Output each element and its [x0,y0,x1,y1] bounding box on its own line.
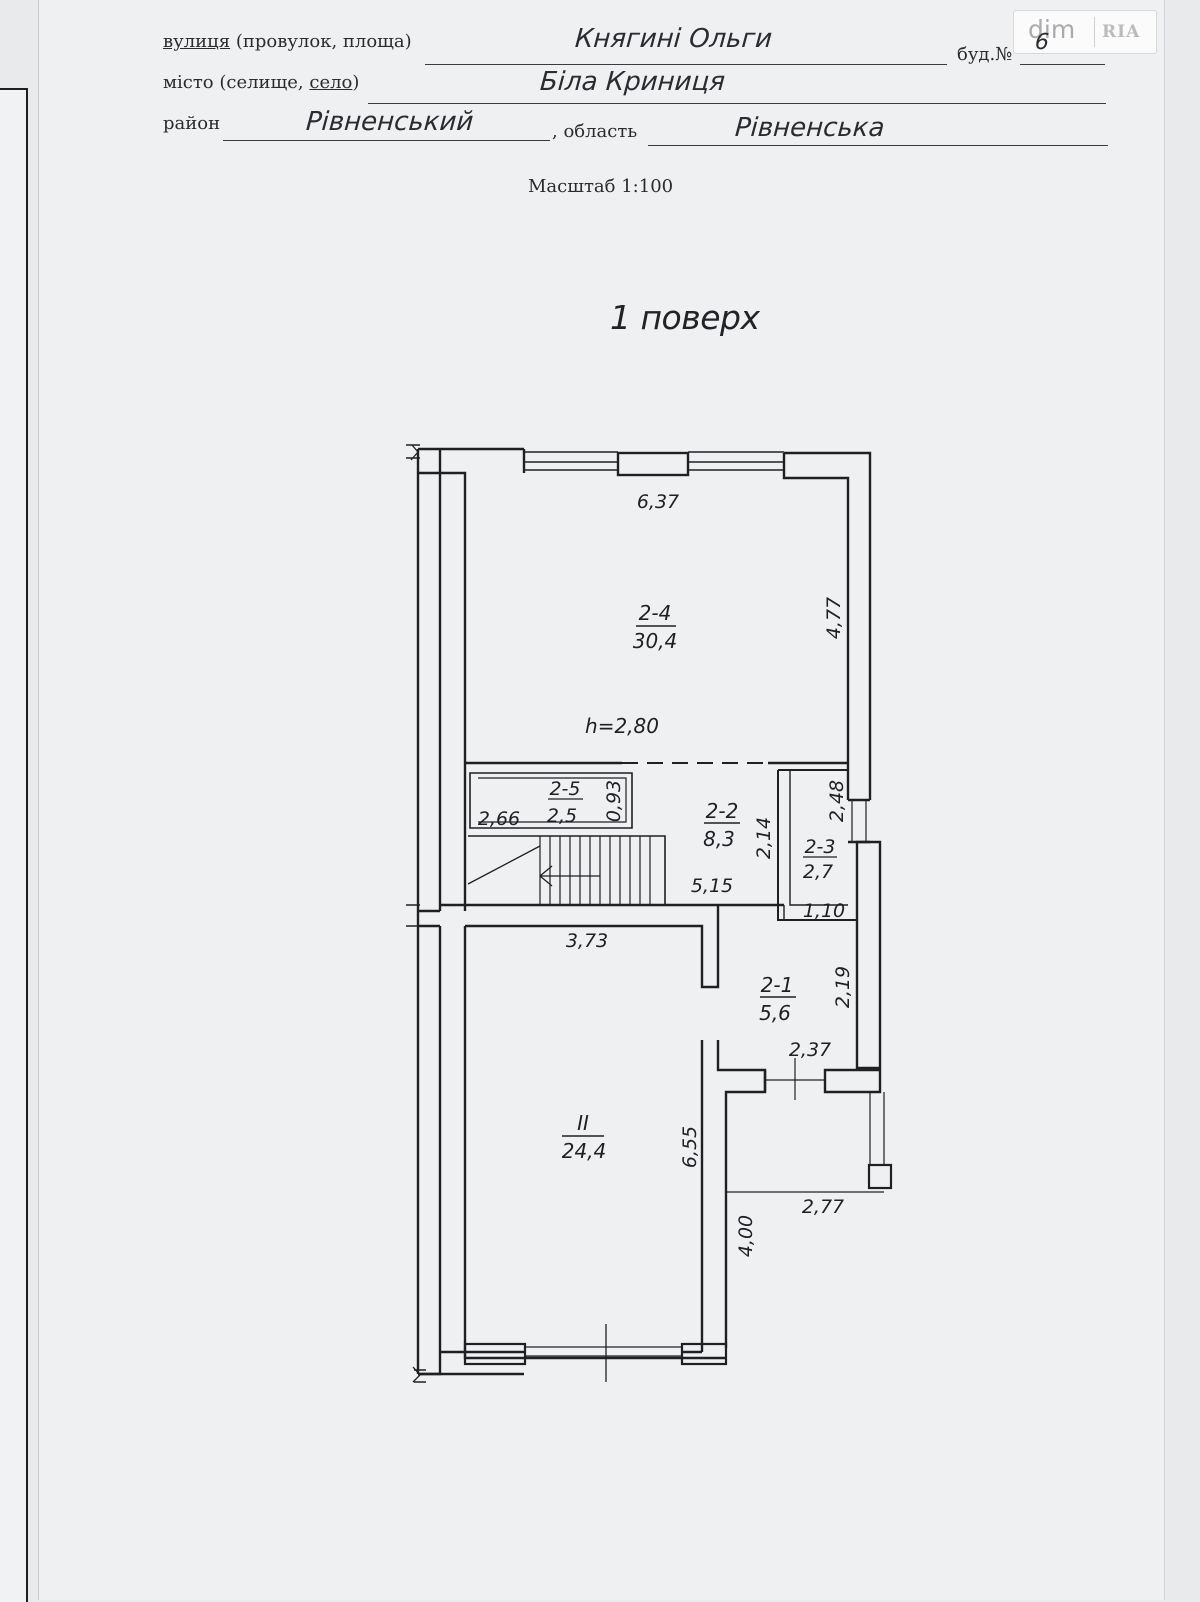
district-label: район [163,113,221,134]
room-2-2-area: 8,3 [703,827,735,851]
document-page [38,0,1165,1600]
dim-2-4-height: 4,77 [823,597,845,639]
room-2-5-id: 2-5 [549,778,580,800]
dim-2-3-width: 1,10 [803,900,845,922]
building-rule [1020,64,1105,65]
region-label: , область [552,121,638,142]
room-ii-label: II 24,4 [562,1111,607,1163]
dim-2-2-height: 2,14 [753,817,775,859]
room-2-3-id: 2-3 [804,836,835,858]
room-2-2-id: 2-2 [706,799,739,823]
street-label: вулиця (провулок, площа) [163,31,412,52]
city-rule [368,103,1106,104]
room-2-1-id: 2-1 [761,973,794,997]
street-rule [425,64,947,65]
room-2-1-area: 5,6 [759,1001,791,1025]
room-ii-area: 24,4 [562,1139,607,1163]
room-2-4-area: 30,4 [633,629,678,653]
ceiling-height-label: h=2,80 [585,714,659,738]
dim-2-5-width: 2,66 [478,808,520,830]
dim-ii-height: 6,55 [679,1126,701,1168]
city-label: місто (селище, село) [163,72,360,93]
dim-porch-depth: 4,00 [735,1215,757,1257]
room-2-4-id: 2-4 [639,601,672,625]
watermark-ria-text: RIA [1102,22,1141,42]
dim-2-5-depth: 0,93 [603,780,625,822]
room-2-4-label: 2-4 30,4 [633,601,678,653]
scale-text: Масштаб 1:100 [528,176,674,197]
room-2-3-area: 2,7 [803,861,833,883]
floor-title: 1 поверх [610,298,760,337]
region-rule [648,145,1108,146]
room-2-1-label: 2-1 5,6 [759,973,796,1025]
dim-top-width: 6,37 [637,491,679,513]
watermark-logo: dim RIA [1013,10,1157,54]
room-2-5-area: 2,5 [547,805,577,827]
watermark-divider [1094,17,1095,47]
building-label: буд.№ [957,44,1013,65]
underlying-page-edge [0,88,28,1602]
dim-porch-width: 2,77 [802,1196,844,1218]
watermark-dim-text: dim [1028,15,1076,44]
room-2-5-label: 2-5 2,5 [547,778,583,827]
room-2-3-label: 2-3 2,7 [803,836,837,883]
dim-2-1-width: 2,37 [789,1039,831,1061]
dim-ii-width: 3,73 [566,930,608,952]
room-2-2-label: 2-2 8,3 [703,799,740,851]
dim-2-1-height: 2,19 [832,966,854,1008]
room-ii-id: II [577,1111,589,1135]
district-rule [223,140,550,141]
dim-2-3-height: 2,48 [826,780,848,822]
dim-2-2-width: 5,15 [691,875,733,897]
